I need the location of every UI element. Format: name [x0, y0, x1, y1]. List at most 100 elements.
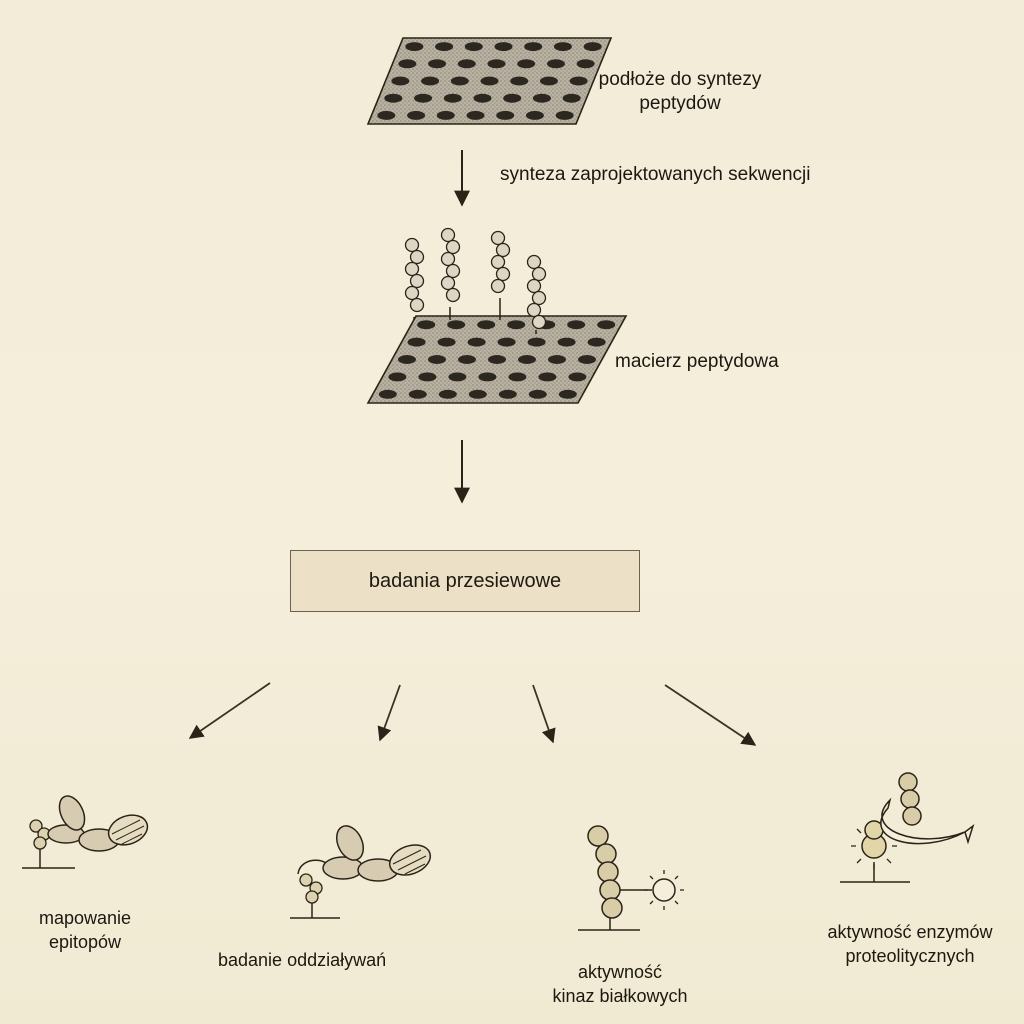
well: [407, 337, 426, 347]
protease-activity-illustration: [840, 772, 975, 883]
well: [450, 76, 469, 86]
well: [496, 110, 515, 120]
arrow-branch-protease: [664, 684, 757, 746]
well: [597, 320, 616, 330]
well: [417, 320, 436, 330]
well: [507, 320, 526, 330]
amino-acid-bead: [404, 237, 420, 253]
well: [546, 59, 565, 69]
well: [494, 42, 513, 52]
well: [447, 320, 466, 330]
well: [477, 320, 496, 330]
well: [388, 372, 407, 382]
application-label-kinase: aktywność kinaz białkowych: [552, 962, 688, 1006]
well: [408, 389, 427, 399]
amino-acid-bead: [409, 297, 425, 313]
amino-acid-bead: [404, 261, 420, 277]
well: [510, 76, 529, 86]
amino-acid-bead: [495, 266, 511, 282]
well: [468, 389, 487, 399]
amino-acid-bead: [526, 278, 542, 294]
amino-acid-bead: [490, 230, 506, 246]
amino-acid-bead: [531, 266, 547, 282]
synthesis-label: synteza zaprojektowanych sekwencji: [500, 164, 811, 185]
well: [562, 93, 581, 103]
amino-acid-bead: [409, 249, 425, 265]
application-label-epitope: mapowanie epitopów: [38, 908, 132, 952]
well: [478, 372, 497, 382]
kinase-activity-illustration: [578, 825, 684, 931]
amino-acid-bead: [440, 227, 456, 243]
substrate-label: podłoże do syntezy peptydów: [598, 69, 762, 114]
amino-acid-bead: [531, 290, 547, 306]
well: [398, 59, 417, 69]
well: [438, 389, 457, 399]
well: [583, 42, 602, 52]
well: [553, 42, 572, 52]
well: [457, 59, 476, 69]
well: [497, 337, 516, 347]
well: [414, 93, 433, 103]
well: [517, 59, 536, 69]
well: [418, 372, 437, 382]
well: [569, 76, 588, 86]
application-label-interaction: badanie oddziaływań: [218, 950, 387, 970]
application-label-protease: aktywność enzymów proteolitycznych: [827, 922, 993, 966]
well: [458, 355, 476, 364]
well: [407, 110, 426, 120]
well: [487, 59, 506, 69]
amino-acid-bead: [526, 302, 542, 318]
amino-acid-bead: [526, 254, 542, 270]
peptide-array: [366, 227, 628, 404]
well: [548, 355, 566, 364]
amino-acid-bead: [490, 254, 506, 270]
well: [558, 389, 577, 399]
amino-acid-bead: [445, 239, 461, 255]
well: [557, 337, 576, 347]
well: [503, 93, 522, 103]
arrow-branch-kinase: [532, 684, 556, 744]
amino-acid-bead: [409, 273, 425, 289]
well: [532, 93, 551, 103]
well: [587, 337, 606, 347]
well: [473, 93, 492, 103]
amino-acid-bead: [445, 263, 461, 279]
well: [428, 355, 446, 364]
arrow-branch-epitope: [188, 682, 271, 739]
well: [578, 355, 596, 364]
amino-acid-bead: [440, 275, 456, 291]
amino-acid-bead: [404, 285, 420, 301]
well: [448, 372, 467, 382]
amino-acid-bead: [495, 242, 511, 258]
well: [391, 76, 410, 86]
amino-acid-bead: [531, 314, 547, 330]
well: [525, 110, 544, 120]
amino-acid-bead: [440, 251, 456, 267]
well: [524, 42, 543, 52]
well: [378, 389, 397, 399]
screening-box: badania przesiewowe: [290, 550, 640, 612]
amino-acid-bead: [445, 287, 461, 303]
epitope-mapping-illustration: [22, 795, 149, 869]
well: [480, 76, 499, 86]
arrow-branch-interaction: [377, 684, 401, 742]
well: [498, 389, 517, 399]
well: [405, 42, 424, 52]
well: [421, 76, 440, 86]
screening-label: badania przesiewowe: [368, 569, 562, 592]
well: [437, 337, 456, 347]
well: [538, 372, 557, 382]
well: [466, 110, 485, 120]
well: [384, 93, 403, 103]
well: [428, 59, 447, 69]
amino-acid-bead: [490, 278, 506, 294]
well: [435, 42, 454, 52]
well: [398, 355, 416, 364]
peptide-synthesis-substrate: [366, 37, 613, 125]
well: [377, 110, 396, 120]
well: [555, 110, 574, 120]
well: [443, 93, 462, 103]
well: [528, 389, 547, 399]
array-label: macierz peptydowa: [615, 351, 779, 372]
well: [436, 110, 455, 120]
